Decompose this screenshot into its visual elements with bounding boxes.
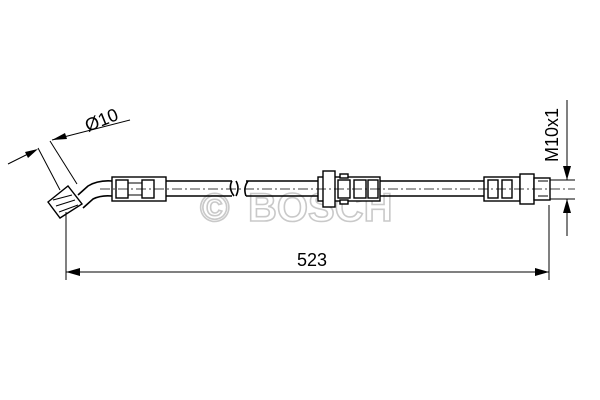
thread-dimension: M10x1 [542,100,575,236]
diameter-label: Ø10 [82,104,121,135]
length-dimension: 523 [65,205,550,280]
hose-segment-left [165,180,239,197]
hose-segment-right [380,180,486,197]
length-label: 523 [297,250,327,270]
left-end-fitting [47,180,113,219]
watermark-symbol: © [200,186,229,230]
thread-label: M10x1 [542,108,562,162]
hose-segment-middle [244,180,320,197]
